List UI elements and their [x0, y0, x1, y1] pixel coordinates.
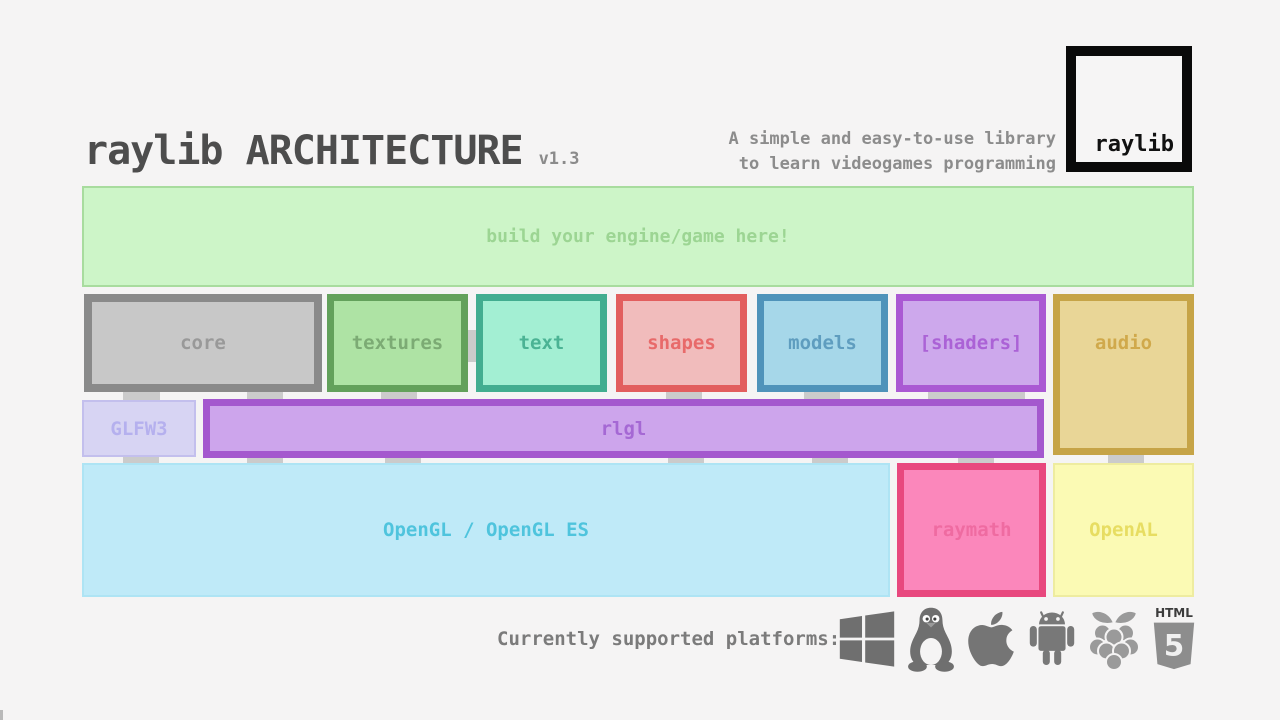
glfw3-box: GLFW3 — [82, 400, 196, 457]
openal-box: OpenAL — [1053, 463, 1194, 597]
opengl-label: OpenGL / OpenGL ES — [383, 519, 589, 541]
tagline: A simple and easy-to-use library to lear… — [728, 127, 1056, 177]
module-label-models: models — [788, 332, 857, 354]
engine-game-label: build your engine/game here! — [486, 226, 790, 247]
windows-icon — [838, 610, 896, 668]
connector-core-glfw3 — [123, 390, 160, 402]
raspberry-pi-icon — [1088, 606, 1140, 672]
svg-text:HTML: HTML — [1155, 606, 1193, 620]
tagline-line-2: to learn videogames programming — [738, 154, 1056, 174]
module-box-audio: audio — [1053, 294, 1194, 455]
window-edge-artifact — [0, 710, 3, 720]
platform-icons: HTML 5 — [838, 602, 1198, 676]
rlgl-label: rlgl — [600, 417, 647, 440]
engine-game-box: build your engine/game here! — [82, 186, 1194, 287]
connector-audio-openal — [1108, 452, 1144, 466]
module-box-shapes: shapes — [616, 294, 747, 392]
raymath-label: raymath — [931, 519, 1012, 541]
version-label: v1.3 — [538, 149, 580, 169]
module-label-textures: textures — [351, 332, 444, 354]
module-box-core: core — [84, 294, 322, 392]
html5-icon: HTML 5 — [1150, 606, 1198, 672]
svg-text:5: 5 — [1164, 628, 1184, 662]
module-box-models: models — [757, 294, 888, 392]
module-label-text: text — [518, 332, 565, 354]
linux-tux-icon — [906, 605, 956, 673]
module-label-audio: audio — [1094, 332, 1153, 354]
raylib-logo: raylib — [1066, 46, 1192, 172]
module-label-shapes: shapes — [647, 332, 716, 354]
page-title: raylib ARCHITECTURE — [84, 128, 524, 174]
openal-label: OpenAL — [1089, 519, 1158, 541]
platforms-label: Currently supported platforms: — [497, 628, 841, 650]
module-box-text: text — [476, 294, 607, 392]
tagline-line-1: A simple and easy-to-use library — [728, 129, 1056, 149]
module-label-core: core — [180, 332, 226, 354]
module-label-shaders: [shaders] — [919, 332, 1023, 354]
glfw3-label: GLFW3 — [110, 417, 168, 440]
module-box-shaders: [shaders] — [896, 294, 1046, 392]
android-icon — [1026, 608, 1078, 670]
module-box-textures: textures — [327, 294, 468, 392]
raylib-logo-text: raylib — [1094, 132, 1174, 157]
rlgl-box: rlgl — [203, 399, 1044, 458]
raymath-box: raymath — [897, 463, 1046, 597]
apple-icon — [966, 608, 1016, 670]
header: raylib ARCHITECTURE v1.3 — [84, 128, 580, 174]
opengl-box: OpenGL / OpenGL ES — [82, 463, 890, 597]
